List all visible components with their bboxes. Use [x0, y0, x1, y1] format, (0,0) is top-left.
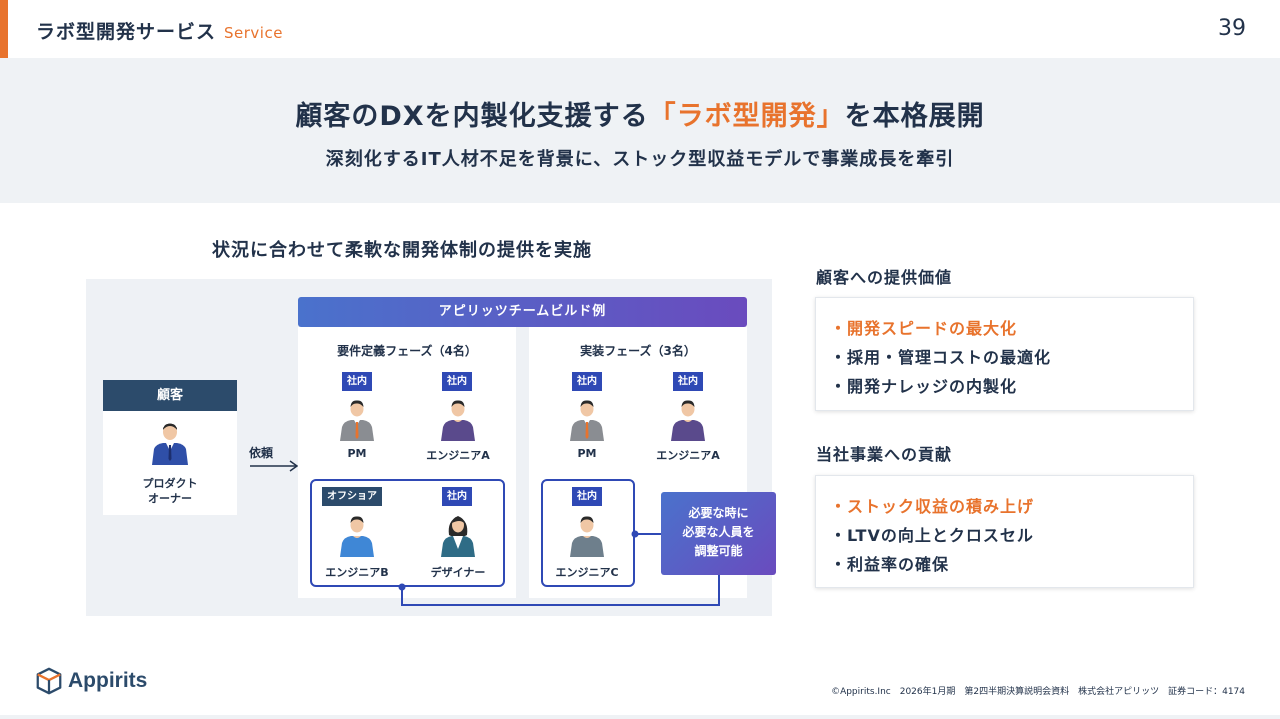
note-line3: 調整可能 — [694, 544, 743, 558]
contribution-section-box: ・ストック収益の積み上げ ・LTVの向上とクロスセル ・利益率の確保 — [815, 475, 1194, 588]
bottom-divider — [0, 715, 1280, 719]
pm-person-icon — [570, 400, 604, 441]
note-line2: 必要な人員を — [682, 525, 755, 539]
designer-person-icon — [441, 516, 475, 557]
pm-person-icon — [340, 400, 374, 441]
team-build-heading: アピリッツチームビルド例 — [298, 297, 747, 327]
contribution-item: ・ストック収益の積み上げ — [830, 497, 1035, 516]
tag-internal: 社内 — [442, 487, 472, 506]
tag-internal: 社内 — [572, 487, 602, 506]
engineer-b-person-icon — [340, 516, 374, 557]
header-accent-bar — [0, 0, 8, 58]
contribution-item: ・利益率の確保 — [830, 555, 950, 574]
footer-text: ©Appirits.Inc 2026年1月期 第2四半期決算説明会資料 株式会社… — [831, 687, 1245, 697]
engineer-a-person-icon — [441, 400, 475, 441]
customer-label-line2: オーナー — [148, 492, 192, 505]
section-title-en: Service — [224, 24, 283, 42]
value-item: ・開発スピードの最大化 — [830, 319, 1018, 338]
phase-implementation-title: 実装フェーズ（3名） — [580, 344, 696, 358]
member-label: エンジニアA — [656, 449, 720, 462]
page-number: 39 — [1218, 16, 1246, 41]
tag-offshore: オフショア — [322, 487, 382, 506]
engineer-a-person-icon — [671, 400, 705, 441]
engineer-c-person-icon — [570, 516, 604, 557]
member-label: PM — [577, 447, 597, 460]
connector-line — [398, 530, 720, 606]
flexible-team-frame — [310, 479, 505, 587]
tag-internal: 社内 — [673, 372, 703, 391]
appirits-logo-icon — [36, 667, 62, 695]
headline-highlight: 「ラボ型開発」 — [648, 101, 845, 132]
headline: 顧客のDXを内製化支援する「ラボ型開発」を本格展開 — [0, 94, 1280, 133]
flexible-staffing-note: 必要な時に 必要な人員を 調整可能 — [661, 492, 776, 575]
phase-requirements-title: 要件定義フェーズ（4名） — [337, 344, 477, 358]
value-item: ・採用・管理コストの最適化 — [830, 348, 1052, 367]
subheadline: 深刻化するIT人材不足を背景に、ストック型収益モデルで事業成長を牽引 — [325, 149, 955, 170]
request-arrow-icon — [250, 460, 299, 472]
contribution-item: ・LTVの向上とクロスセル — [830, 526, 1034, 545]
diagram-title: 状況に合わせて柔軟な開発体制の提供を実施 — [212, 240, 592, 261]
request-label: 依頼 — [249, 446, 274, 460]
headline-part1: 顧客のDXを内製化支援する — [295, 101, 649, 132]
slide-header: ラボ型開発サービス Service 39 — [0, 0, 1280, 58]
section-title: ラボ型開発サービス Service — [36, 17, 283, 44]
headline-banner: 顧客のDXを内製化支援する「ラボ型開発」を本格展開 深刻化するIT人材不足を背景… — [0, 58, 1280, 203]
note-line1: 必要な時に — [688, 506, 749, 520]
tag-internal: 社内 — [572, 372, 602, 391]
customer-label-line1: プロダクト — [142, 477, 198, 490]
member-label: エンジニアC — [555, 566, 619, 579]
value-section-title: 顧客への提供価値 — [816, 268, 953, 287]
member-label: PM — [347, 447, 367, 460]
value-section-box: ・開発スピードの最大化 ・採用・管理コストの最適化 ・開発ナレッジの内製化 — [815, 297, 1194, 411]
tag-internal: 社内 — [442, 372, 472, 391]
value-item: ・開発ナレッジの内製化 — [830, 377, 1018, 396]
customer-label: プロダクトオーナー — [103, 476, 237, 506]
phase-requirements-panel — [298, 327, 516, 598]
headline-part2: を本格展開 — [844, 101, 985, 132]
product-owner-icon — [152, 423, 188, 465]
logo-text: Appirits — [68, 669, 148, 692]
section-title-jp: ラボ型開発サービス — [36, 21, 217, 43]
member-label: エンジニアA — [426, 449, 490, 462]
member-label: エンジニアB — [325, 566, 389, 579]
member-label: デザイナー — [430, 566, 486, 579]
tag-internal: 社内 — [342, 372, 372, 391]
contribution-section-title: 当社事業への貢献 — [816, 445, 953, 464]
customer-heading: 顧客 — [103, 380, 237, 411]
